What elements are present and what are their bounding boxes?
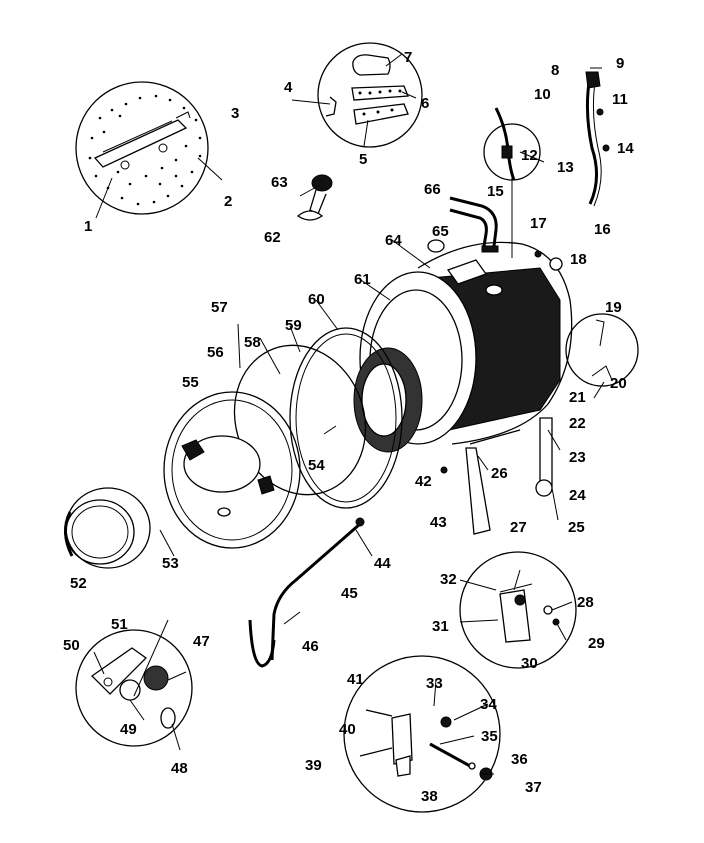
parts-artwork xyxy=(64,42,639,813)
small-part-65 xyxy=(427,239,445,253)
label-part-4: 4 xyxy=(284,79,293,96)
label-part-28: 28 xyxy=(577,594,594,611)
label-part-43: 43 xyxy=(430,514,447,531)
label-part-24: 24 xyxy=(569,487,586,504)
label-part-53: 53 xyxy=(162,555,179,572)
label-part-37: 37 xyxy=(525,779,542,796)
label-part-20: 20 xyxy=(610,375,627,392)
label-part-17: 17 xyxy=(530,215,547,232)
label-part-22: 22 xyxy=(569,415,586,432)
detail-circle-parts-4-7 xyxy=(317,42,423,148)
label-part-47: 47 xyxy=(193,633,210,650)
door-ring xyxy=(64,487,151,569)
label-part-10: 10 xyxy=(534,86,551,103)
label-part-66: 66 xyxy=(424,181,441,198)
label-part-64: 64 xyxy=(385,232,402,249)
detail-circle-12-13 xyxy=(483,107,541,181)
label-part-23: 23 xyxy=(569,449,586,466)
detail-circle-19-21 xyxy=(565,313,639,387)
leader-lines xyxy=(93,53,605,775)
label-part-34: 34 xyxy=(480,696,497,713)
label-part-35: 35 xyxy=(481,728,498,745)
label-part-6: 6 xyxy=(421,95,429,112)
label-part-9: 9 xyxy=(616,55,624,72)
label-part-1: 1 xyxy=(84,218,92,235)
front-panel xyxy=(163,391,301,549)
label-part-50: 50 xyxy=(63,637,80,654)
label-part-62: 62 xyxy=(264,229,281,246)
label-part-55: 55 xyxy=(182,374,199,391)
label-part-30: 30 xyxy=(521,655,538,672)
label-part-51: 51 xyxy=(111,616,128,633)
label-part-33: 33 xyxy=(426,675,443,692)
label-part-48: 48 xyxy=(171,760,188,777)
detail-circle-33-41 xyxy=(343,655,501,813)
drain-pipe xyxy=(248,517,365,668)
inner-drum xyxy=(353,347,423,453)
detail-circle-panel-bracket xyxy=(75,81,209,215)
label-part-58: 58 xyxy=(244,334,261,351)
label-part-32: 32 xyxy=(440,571,457,588)
label-part-16: 16 xyxy=(594,221,611,238)
label-part-2: 2 xyxy=(224,193,232,210)
label-part-11: 11 xyxy=(612,91,628,108)
hose-15-66 xyxy=(449,196,499,253)
label-part-38: 38 xyxy=(421,788,438,805)
label-part-44: 44 xyxy=(374,555,391,572)
label-part-52: 52 xyxy=(70,575,87,592)
part-number-labels: 1 2 3 4 5 6 7 8 9 10 11 12 13 14 15 16 1… xyxy=(63,49,634,805)
label-part-5: 5 xyxy=(359,151,367,168)
label-part-8: 8 xyxy=(551,62,559,79)
label-part-21: 21 xyxy=(569,389,586,406)
label-part-60: 60 xyxy=(308,291,325,308)
label-part-26: 26 xyxy=(491,465,508,482)
label-part-49: 49 xyxy=(120,721,137,738)
label-part-42: 42 xyxy=(415,473,432,490)
label-part-59: 59 xyxy=(285,317,302,334)
label-part-27: 27 xyxy=(510,519,527,536)
label-part-19: 19 xyxy=(605,299,622,316)
hose-8-16 xyxy=(585,71,610,207)
label-part-61: 61 xyxy=(354,271,371,288)
label-part-13: 13 xyxy=(557,159,574,176)
label-part-12: 12 xyxy=(521,147,538,164)
label-part-7: 7 xyxy=(404,49,412,66)
suspension-arms xyxy=(465,417,553,535)
label-part-54: 54 xyxy=(308,457,325,474)
fitting-62-63 xyxy=(296,174,333,221)
label-part-18: 18 xyxy=(570,251,587,268)
label-part-31: 31 xyxy=(432,618,449,635)
label-part-40: 40 xyxy=(339,721,356,738)
small-part-17 xyxy=(534,250,542,258)
small-part-42 xyxy=(440,466,448,474)
label-part-45: 45 xyxy=(341,585,358,602)
label-part-46: 46 xyxy=(302,638,319,655)
label-part-29: 29 xyxy=(588,635,605,652)
label-part-39: 39 xyxy=(305,757,322,774)
label-part-65: 65 xyxy=(432,223,449,240)
label-part-56: 56 xyxy=(207,344,224,361)
label-part-36: 36 xyxy=(511,751,528,768)
label-part-57: 57 xyxy=(211,299,228,316)
label-part-41: 41 xyxy=(347,671,364,688)
detail-circle-27-32 xyxy=(459,551,577,669)
label-part-14: 14 xyxy=(617,140,634,157)
label-part-3: 3 xyxy=(231,105,239,122)
detail-circle-47-51 xyxy=(75,629,193,747)
small-part-18 xyxy=(549,257,563,271)
label-part-25: 25 xyxy=(568,519,585,536)
label-part-63: 63 xyxy=(271,174,288,191)
label-part-15: 15 xyxy=(487,183,504,200)
